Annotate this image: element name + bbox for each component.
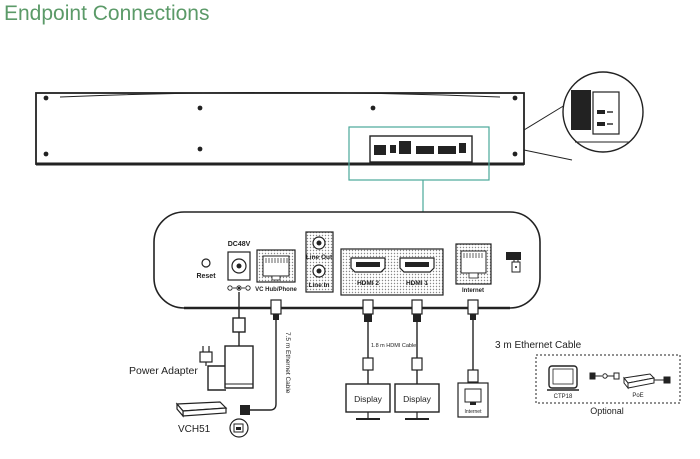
magnifier-callout: [523, 71, 644, 161]
display-a: Display: [345, 383, 391, 420]
vch51-plug: [240, 405, 250, 415]
hdmi-port-icon: [350, 257, 386, 273]
hdmi1-label: HDMI 1: [406, 280, 428, 287]
ethernet-3m-label: 3 m Ethernet Cable: [495, 340, 582, 351]
reset-port: Reset: [196, 258, 216, 280]
dc-polarity-icon: [227, 285, 251, 291]
hdmi-plug-icon: [362, 299, 374, 322]
poe-label: PoE: [632, 393, 643, 399]
hdmi-cable-label: 1.8 m HDMI Cable: [371, 343, 416, 349]
ethernet-plug-icon: [270, 299, 282, 320]
optional-box: CTP18 PoE: [535, 354, 681, 404]
internet-outlet-label: Internet: [465, 409, 483, 415]
ctp18-device: [547, 365, 579, 391]
poe-injector: [623, 373, 656, 390]
video-bar-device: [35, 92, 525, 166]
vch51-label: VCH51: [178, 424, 211, 435]
page-title: Endpoint Connections: [4, 2, 210, 25]
power-adapter-label: Power Adapter: [129, 365, 198, 377]
line-in-label: Line In: [309, 282, 330, 289]
dc48v-port: DC48V: [227, 241, 251, 291]
vc-hub-port: VC Hub/Phone: [255, 249, 297, 293]
display-b: Display: [394, 383, 440, 420]
vc-hub-label: VC Hub/Phone: [255, 287, 297, 293]
ethernet-7-5m-label: 7.5 m Ethernet Cable: [284, 332, 291, 394]
lock-icon: [506, 252, 521, 273]
hdmi-ports: HDMI 2 HDMI 1: [340, 248, 444, 296]
reset-button-icon: [201, 258, 211, 268]
reset-label: Reset: [196, 273, 216, 280]
display-b-label: Display: [403, 394, 432, 404]
ctp18-label: CTP18: [554, 394, 573, 400]
power-adapter: [199, 345, 254, 389]
optional-label: Optional: [590, 406, 624, 416]
line-out-label: Line Out: [306, 254, 333, 261]
rj45-port-icon: [262, 255, 290, 277]
display-a-label: Display: [354, 394, 383, 404]
audio-ports: Line Out Line In: [305, 231, 334, 293]
dc48v-label: DC48V: [228, 241, 251, 248]
vch51-device: [175, 401, 249, 438]
callout-box: [348, 126, 490, 181]
hdmi2-label: HDMI 2: [357, 280, 379, 287]
internet-outlet: Internet: [457, 382, 489, 418]
internet-label: Internet: [462, 288, 484, 294]
internet-port: Internet: [455, 243, 492, 294]
